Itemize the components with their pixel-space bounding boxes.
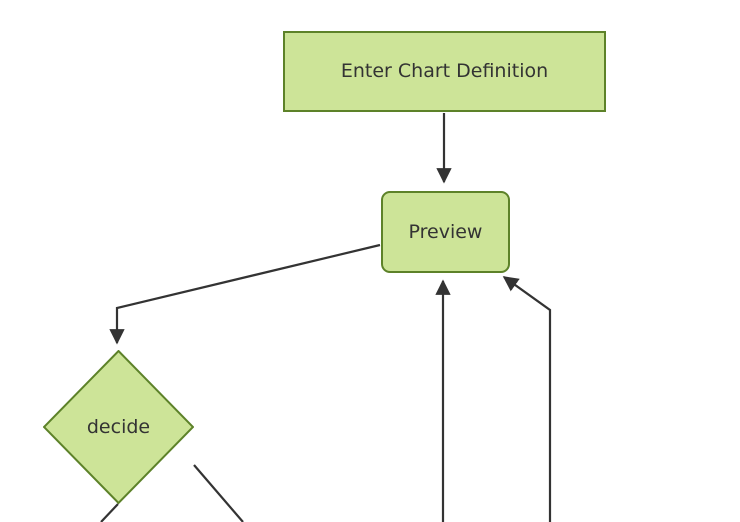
node-label-enter-chart-definition: Enter Chart Definition <box>340 60 549 83</box>
edge-offscreen-right-to-preview <box>502 276 552 522</box>
edge-preview-to-decide <box>109 243 381 345</box>
node-label-preview: Preview <box>408 220 483 243</box>
node-decide[interactable]: decide <box>43 350 194 504</box>
node-enter-chart-definition[interactable]: Enter Chart Definition <box>283 31 606 112</box>
node-preview[interactable]: Preview <box>381 191 510 273</box>
edge-decide-bottom-out <box>100 503 119 522</box>
edge-decide-right-out <box>193 464 244 522</box>
node-label-decide: decide <box>86 415 151 438</box>
diamond-shape-icon <box>43 350 194 504</box>
